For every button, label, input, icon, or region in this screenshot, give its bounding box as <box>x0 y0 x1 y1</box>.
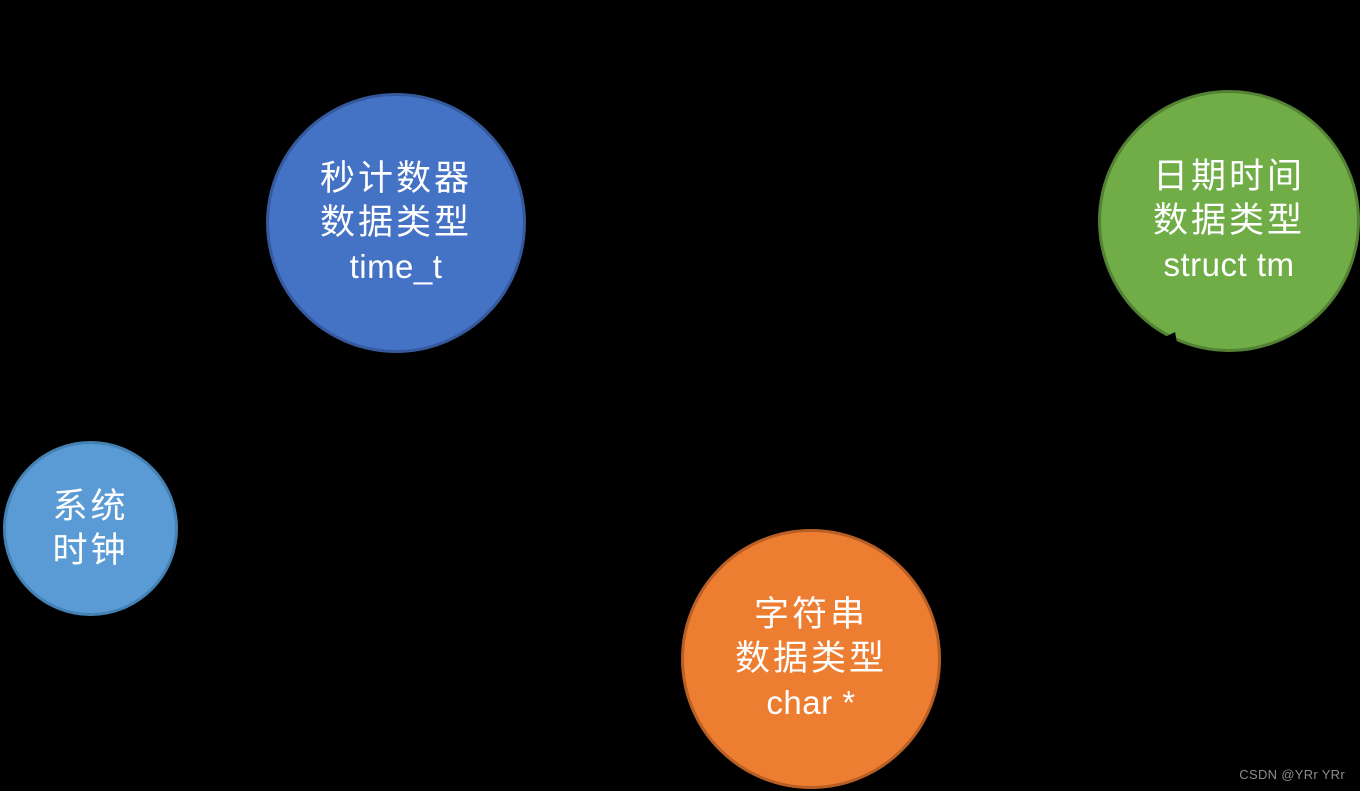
node-label-line: 数据类型 <box>319 203 472 242</box>
node-system-clock-circle: 系统 时钟 <box>3 441 178 616</box>
node-label-line: 数据类型 <box>734 639 887 678</box>
node-label-line: 系统 <box>52 486 129 526</box>
node-string-type-circle: 字符串 数据类型 char * <box>681 529 941 789</box>
node-label-line: 数据类型 <box>1152 201 1305 240</box>
node-code-label: char * <box>766 684 856 721</box>
node-label-line: 时钟 <box>52 530 129 570</box>
node-code-label: struct tm <box>1163 246 1295 283</box>
node-label-line: 字符串 <box>753 595 868 634</box>
node-code-label: time_t <box>349 248 443 285</box>
node-datetime-circle: 日期时间 数据类型 struct tm <box>1098 90 1360 352</box>
node-label-line: 日期时间 <box>1152 157 1305 196</box>
node-seconds-counter-circle: 秒计数器 数据类型 time_t <box>266 93 526 353</box>
node-label-line: 秒计数器 <box>319 159 472 198</box>
csdn-watermark: CSDN @YRr YRr <box>1239 767 1345 782</box>
